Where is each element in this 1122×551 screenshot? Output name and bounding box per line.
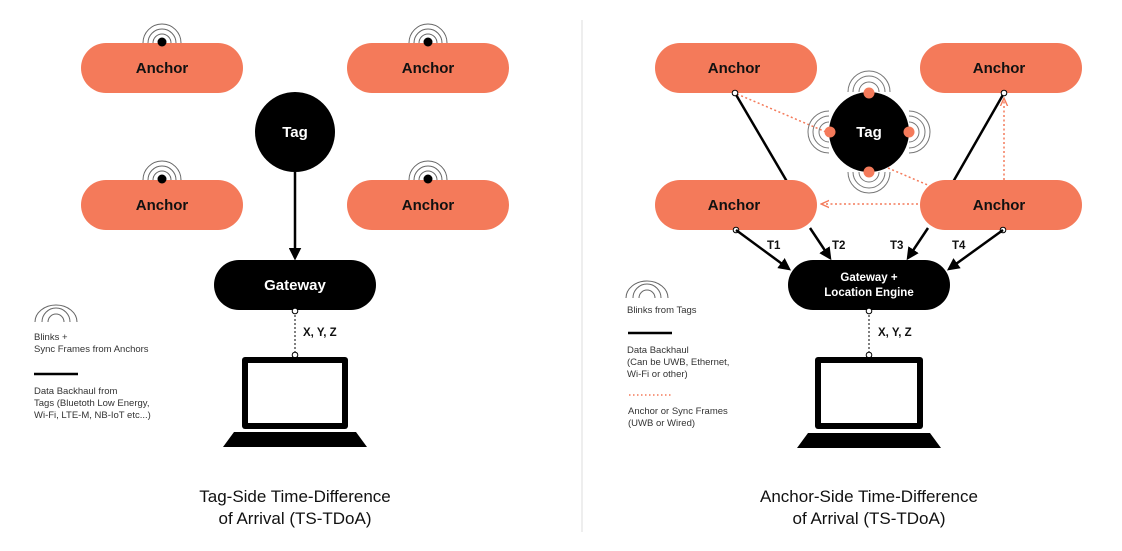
signal-wave-icon (807, 70, 931, 194)
coordinates-label: X, Y, Z (303, 327, 337, 339)
anchor-node: Anchor (347, 23, 509, 93)
anchor-antenna-dot (423, 37, 433, 47)
legend-blinks-text: Blinks + (34, 332, 68, 343)
caption-title: Anchor-Side Time-Difference (760, 487, 978, 506)
legend-backhaul-text: (Can be UWB, Ethernet, (627, 357, 729, 368)
tag-label: Tag (282, 124, 308, 141)
sync-frame-line (887, 167, 931, 187)
anchor-node: Anchor (347, 160, 509, 230)
coordinates-label: X, Y, Z (878, 327, 912, 339)
anchor-label: Anchor (136, 197, 189, 214)
timing-arrow-t4 (946, 228, 1004, 271)
timing-label: T2 (832, 240, 845, 252)
backhaul-line (951, 92, 1006, 183)
signal-wave-icon (625, 280, 669, 299)
gateway-node: Gateway (214, 260, 376, 310)
anchor-label: Anchor (973, 60, 1026, 77)
tag-emitter-dot (903, 126, 915, 138)
legend-blinks-text: Sync Frames from Anchors (34, 344, 149, 355)
legend-backhaul-text: Data Backhaul from (34, 386, 118, 397)
gateway-label: Location Engine (824, 287, 913, 299)
right-panel: Anchor Anchor Anchor Anchor (625, 43, 1082, 528)
anchor-node: Anchor (920, 43, 1082, 93)
gateway-label: Gateway (264, 277, 326, 294)
anchor-node: Anchor (81, 23, 243, 93)
signal-wave-icon (34, 304, 78, 323)
caption-title: of Arrival (TS-TDoA) (218, 509, 371, 528)
sync-frame-line (736, 93, 827, 133)
tag-emitter-dot (824, 126, 836, 138)
anchor-label: Anchor (708, 60, 761, 77)
anchor-label: Anchor (402, 197, 455, 214)
timing-label: T1 (767, 240, 781, 252)
tag-node: Tag (255, 92, 335, 172)
anchor-node: Anchor (655, 180, 817, 230)
legend-sync-text: (UWB or Wired) (628, 418, 695, 429)
laptop-icon (797, 357, 941, 448)
anchor-label: Anchor (973, 197, 1026, 214)
legend-backhaul-text: Tags (Bluetoth Low Energy, (34, 398, 149, 409)
timing-arrow-t3 (906, 227, 930, 261)
anchor-label: Anchor (402, 60, 455, 77)
caption-title: Tag-Side Time-Difference (199, 487, 391, 506)
gateway-node: Gateway + Location Engine (788, 260, 950, 310)
anchor-label: Anchor (708, 197, 761, 214)
anchor-label: Anchor (136, 60, 189, 77)
laptop-icon (223, 357, 367, 447)
tag-node: Tag (807, 70, 931, 194)
legend: Blinks from Tags Data Backhaul (Can be U… (625, 280, 729, 429)
timing-label: T4 (952, 240, 966, 252)
timing-arrow-t1 (735, 228, 792, 271)
backhaul-line (733, 92, 791, 186)
anchor-antenna-dot (157, 174, 167, 184)
legend: Blinks + Sync Frames from Anchors Data B… (34, 304, 151, 421)
legend-sync-text: Anchor or Sync Frames (628, 406, 728, 417)
tag-emitter-dot (863, 166, 875, 178)
anchor-antenna-dot (157, 37, 167, 47)
legend-backhaul-text: Data Backhaul (627, 345, 689, 356)
caption-title: of Arrival (TS-TDoA) (792, 509, 945, 528)
anchor-node: Anchor (81, 160, 243, 230)
tag-emitter-dot (863, 87, 875, 99)
legend-blinks-text: Blinks from Tags (627, 305, 697, 316)
timing-arrow-t2 (808, 227, 832, 261)
timing-label: T3 (890, 240, 903, 252)
legend-backhaul-text: Wi-Fi or other) (627, 369, 688, 380)
anchor-node: Anchor (655, 43, 817, 93)
anchor-node: Anchor (920, 180, 1082, 230)
gateway-label: Gateway + (840, 272, 897, 284)
tag-label: Tag (856, 124, 882, 141)
legend-backhaul-text: Wi-Fi, LTE-M, NB-IoT etc...) (34, 410, 151, 421)
left-panel: Anchor Anchor Anchor Anchor Tag (34, 23, 509, 528)
anchor-antenna-dot (423, 174, 433, 184)
